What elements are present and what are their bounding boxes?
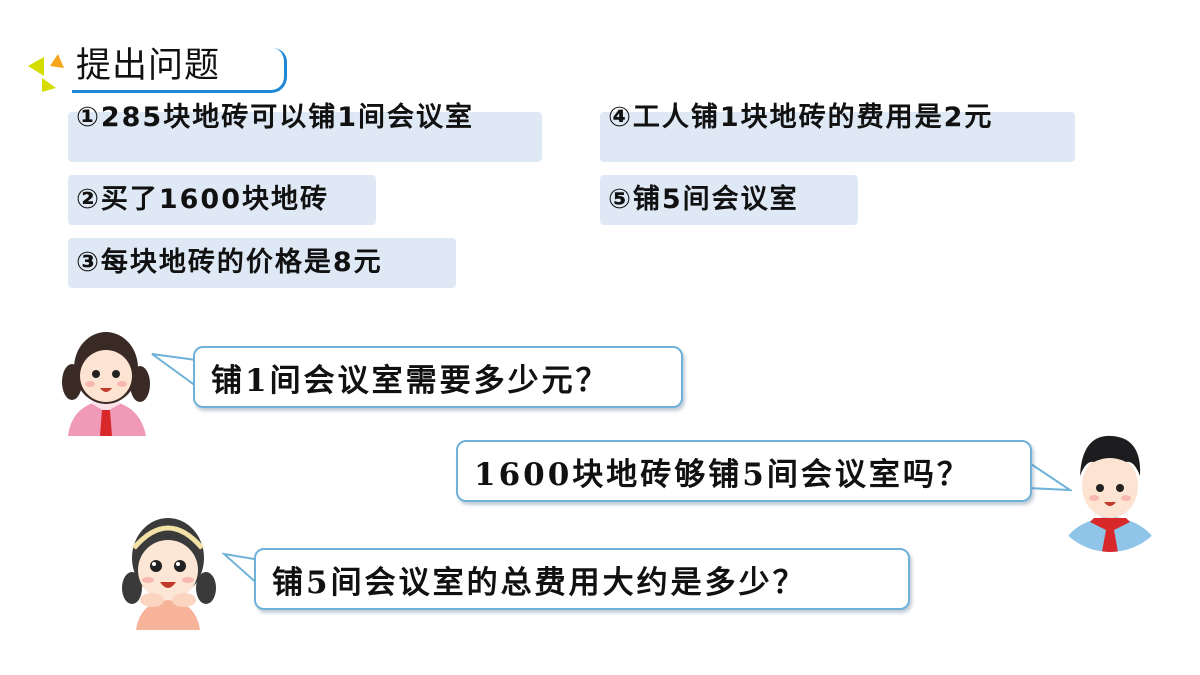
condition-2: ②买了1600块地砖	[68, 175, 376, 225]
triangle-decoration-icon	[28, 54, 64, 92]
boy-avatar	[1060, 430, 1160, 552]
condition-5: ⑤铺5间会议室	[600, 175, 858, 225]
question-bubble-3: 铺5间会议室的总费用大约是多少？	[254, 548, 910, 610]
question-bubble-2: 1600块地砖够铺5间会议室吗？	[456, 440, 1032, 502]
section-title: 提出问题	[28, 44, 287, 94]
condition-1: ①285块地砖可以铺1间会议室	[68, 102, 542, 162]
condition-3: ③每块地砖的价格是8元	[68, 238, 456, 288]
title-frame	[72, 48, 287, 93]
page-title: 提出问题	[76, 46, 221, 86]
condition-4: ④工人铺1块地砖的费用是2元	[600, 102, 1075, 162]
girl-pigtails-avatar	[58, 312, 154, 436]
girl-headband-avatar	[118, 502, 218, 630]
question-bubble-1: 铺1间会议室需要多少元？	[193, 346, 683, 408]
